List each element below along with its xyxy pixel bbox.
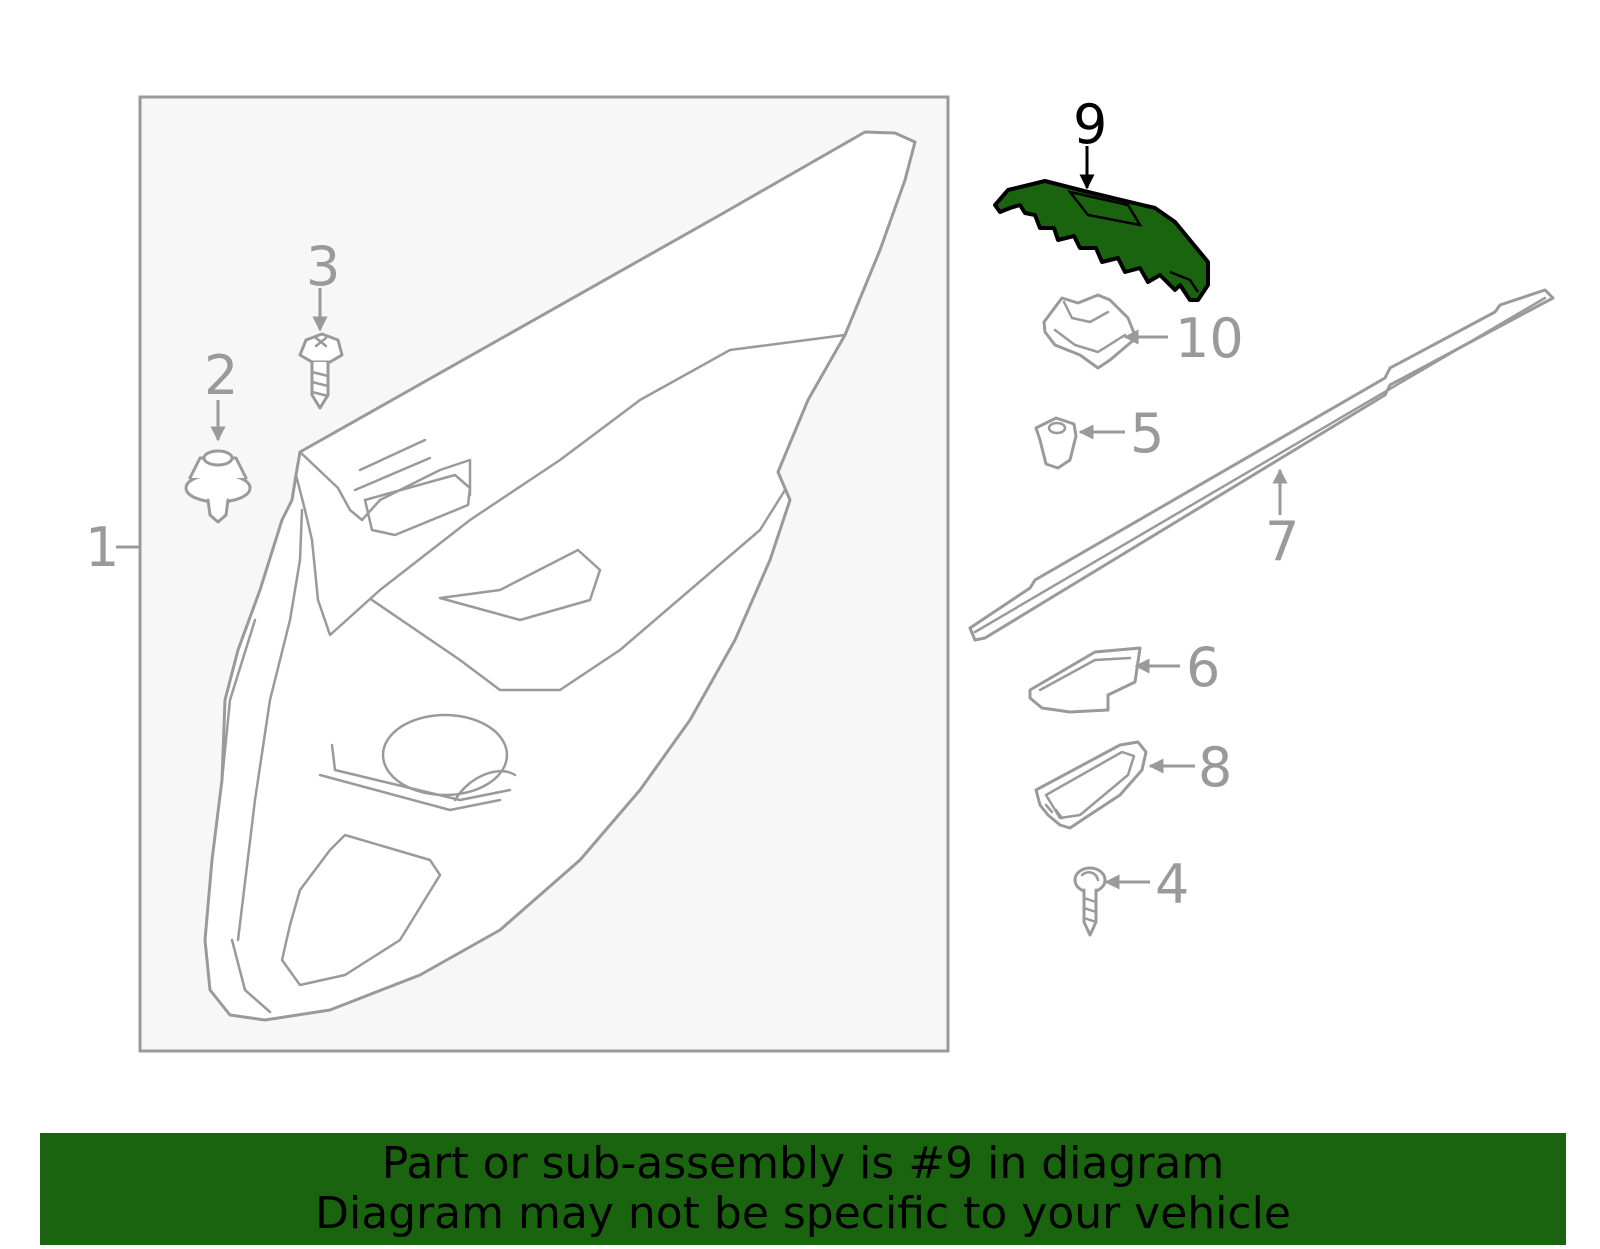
callout-9: 9 [1073,93,1107,156]
callout-8: 8 [1198,736,1232,799]
switch-bezel-part-10 [1042,293,1138,370]
banner-line-2: Diagram may not be specific to your vehi… [315,1188,1291,1239]
handle-bezel-part-8 [1034,740,1148,830]
clip-nut-part-5 [1034,416,1078,470]
part-info-banner: Part or sub-assembly is #9 in diagram Di… [40,1133,1566,1245]
screw-part-3 [298,332,344,410]
screw-part-4 [1073,866,1107,937]
door-trim-panel-part-1 [138,95,950,1053]
callout-10: 10 [1175,307,1244,370]
push-clip-part-2 [184,449,252,524]
callout-4: 4 [1155,853,1189,916]
callout-2: 2 [204,344,238,407]
weatherstrip-part-7 [968,288,1555,642]
banner-line-1: Part or sub-assembly is #9 in diagram [381,1138,1225,1189]
callout-5: 5 [1130,402,1164,465]
callout-3: 3 [306,235,340,298]
bracket-part-9 [993,179,1210,302]
callout-6: 6 [1186,636,1220,699]
callout-1: 1 [85,516,119,579]
callout-7: 7 [1265,510,1299,573]
cover-part-6 [1028,646,1142,714]
